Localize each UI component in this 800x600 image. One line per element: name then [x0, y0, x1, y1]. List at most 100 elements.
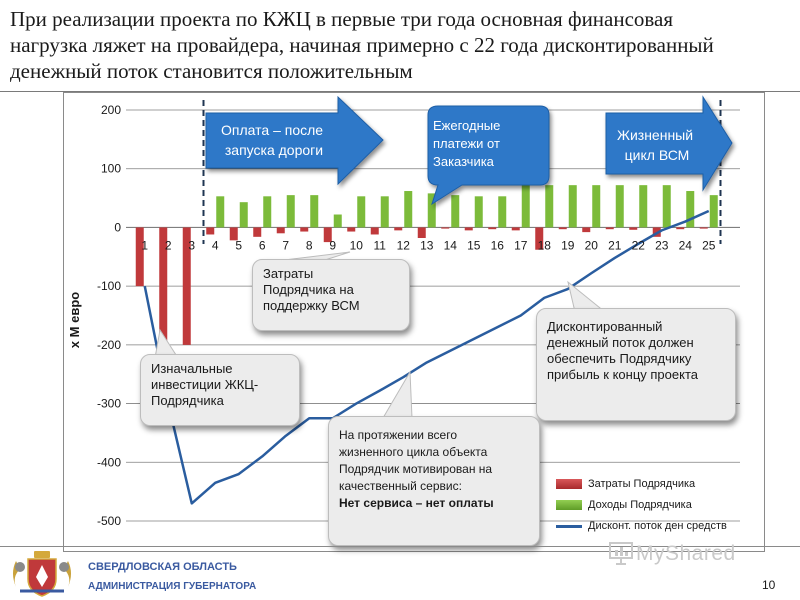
cost-bar — [699, 227, 708, 229]
x-tick-label: 23 — [655, 238, 669, 252]
payment-arrow-shape — [205, 95, 384, 186]
income-bar — [686, 191, 695, 228]
annual-payments-line: Заказчика — [433, 154, 495, 169]
heading-line: При реализации проекта по КЖЦ в первые т… — [10, 7, 674, 31]
x-tick-label: 15 — [467, 238, 481, 252]
annual-payments-line: платежи от — [433, 136, 500, 151]
heading-line: нагрузка ляжет на провайдера, начиная пр… — [10, 33, 714, 57]
initial-investment-line: инвестиции ЖКЦ- — [151, 377, 259, 392]
cost-bar — [417, 227, 426, 238]
motivation-line: Подрядчик мотивирован на — [339, 462, 493, 476]
maintenance-costs-line: Подрядчика на — [263, 282, 354, 297]
dcf-line — [143, 209, 710, 505]
legend-swatch-income — [556, 500, 582, 510]
maintenance-costs-callout: Затраты Подрядчика на поддержку ВСМ — [252, 259, 410, 331]
income-bar — [333, 214, 342, 228]
x-tick-label: 1 — [141, 238, 148, 252]
cost-bar — [558, 227, 567, 230]
payment-arrow-line: запуска дороги — [225, 142, 323, 158]
x-tick-label: 11 — [374, 238, 387, 252]
legend-swatch-costs — [556, 479, 582, 489]
legend-label-income: Доходы Подрядчика — [588, 499, 692, 511]
heading-divider — [0, 91, 800, 92]
annual-payments-shape — [427, 105, 550, 206]
cost-bar — [253, 227, 262, 237]
x-tick-label: 20 — [585, 238, 599, 252]
cost-bar — [676, 227, 685, 230]
x-tick-label: 10 — [350, 238, 364, 252]
x-tick-label: 19 — [561, 238, 575, 252]
x-tick-label: 3 — [188, 238, 195, 252]
annual-payments-text: Ежегодные платежи от Заказчика — [433, 118, 504, 169]
income-bar — [404, 191, 413, 228]
annual-payments-line: Ежегодные — [433, 118, 500, 133]
y-tick-label: -500 — [97, 514, 121, 528]
presentation-icon — [609, 542, 633, 565]
cost-bar — [464, 227, 473, 231]
y-tick-label: -300 — [97, 397, 121, 411]
dcf-goal-callout: Дисконтированный денежный поток должен о… — [536, 308, 736, 421]
x-tick-label: 7 — [282, 238, 289, 252]
slide-heading: При реализации проекта по КЖЦ в первые т… — [10, 6, 790, 84]
cost-bar — [276, 227, 285, 234]
payment-arrow-callout — [205, 95, 384, 186]
income-bar — [357, 196, 366, 228]
heading-line: денежный поток становится положительным — [10, 59, 413, 83]
cost-bar — [323, 227, 332, 243]
cost-bar — [159, 227, 168, 345]
cost-bar — [300, 227, 309, 232]
legend-label-costs: Затраты Подрядчика — [588, 478, 696, 490]
y-tick-label: -400 — [97, 455, 121, 469]
x-tick-label: 18 — [538, 238, 552, 252]
x-tick-label: 12 — [397, 238, 411, 252]
annual-payments-callout — [427, 105, 550, 206]
motivation-line: жизненного цикла объекта — [339, 445, 488, 459]
income-bar — [545, 185, 554, 228]
legend-swatch-dcf — [556, 525, 582, 528]
dcf-goal-line: денежный поток должен — [547, 335, 694, 350]
org-subtitle: АДМИНИСТРАЦИЯ ГУБЕРНАТОРА — [88, 581, 257, 592]
maintenance-costs-line: поддержку ВСМ — [263, 298, 360, 313]
x-tick-label: 21 — [608, 238, 622, 252]
legend-label-dcf: Дисконт. поток ден средств — [588, 520, 727, 532]
x-tick-label: 13 — [420, 238, 434, 252]
motivation-bold-line: Нет сервиса – нет оплаты — [339, 496, 494, 510]
cost-bar — [370, 227, 379, 235]
cost-bar — [629, 227, 638, 230]
income-bar — [568, 185, 577, 228]
lifecycle-arrow-shape — [605, 95, 733, 192]
x-tick-label: 9 — [329, 238, 336, 252]
payment-arrow-line: Оплата – после — [221, 122, 323, 138]
dcf-goal-line: обеспечить Подрядчику — [547, 351, 692, 366]
y-tick-label: -100 — [97, 279, 121, 293]
x-tick-label: 25 — [702, 238, 716, 252]
cost-bar — [182, 227, 191, 345]
motivation-callout-pointer — [382, 370, 413, 419]
org-name: СВЕРДЛОВСКАЯ ОБЛАСТЬ — [88, 561, 237, 573]
motivation-callout: На протяжении всего жизненного цикла объ… — [328, 416, 540, 546]
income-bar — [592, 185, 601, 228]
cost-bar — [135, 227, 144, 287]
dcf-goal-line: прибыль к концу проекта — [547, 367, 698, 382]
lifecycle-arrow-line: Жизненный — [617, 127, 693, 143]
initial-investment-line: Изначальные — [151, 361, 233, 376]
income-bar — [263, 196, 272, 228]
income-bar — [662, 185, 671, 228]
income-bar — [615, 185, 624, 228]
lifecycle-arrow-callout — [605, 95, 733, 192]
cost-bar — [488, 227, 497, 230]
x-tick-label: 4 — [212, 238, 219, 252]
cost-bar — [229, 227, 238, 241]
x-tick-label: 14 — [444, 238, 458, 252]
cost-bar — [605, 227, 614, 230]
watermark: MyShared — [636, 542, 736, 566]
payment-arrow-text: Оплата – после запуска дороги — [221, 122, 327, 158]
footer-divider — [0, 546, 800, 547]
maintenance-costs-line: Затраты — [263, 266, 314, 281]
y-tick-label: 0 — [114, 220, 121, 234]
motivation-line: качественный сервис: — [339, 479, 462, 493]
income-bar — [427, 193, 436, 228]
initial-investment-callout: Изначальные инвестиции ЖКЦ- Подрядчика — [140, 354, 300, 426]
x-tick-label: 16 — [491, 238, 505, 252]
